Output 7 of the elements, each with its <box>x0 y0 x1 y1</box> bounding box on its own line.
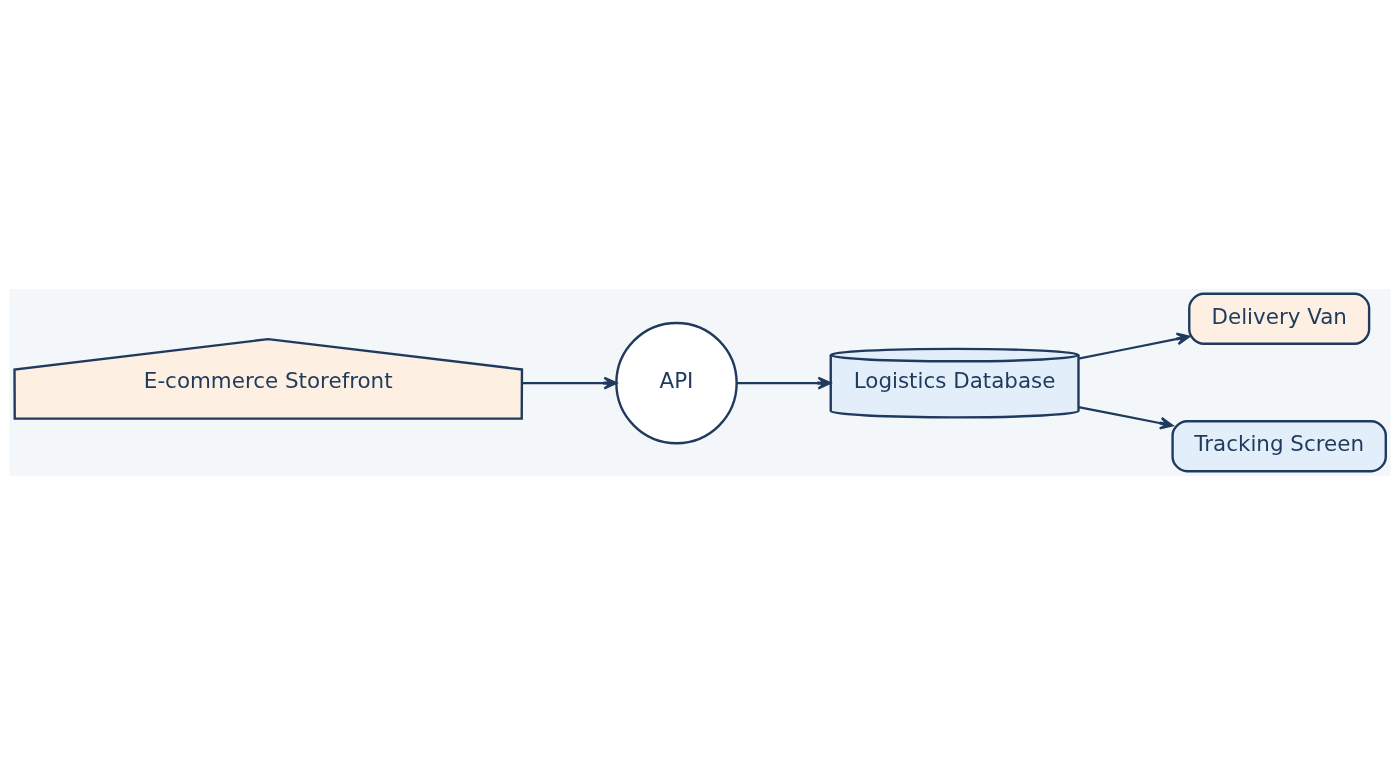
arrow <box>1078 405 1174 430</box>
arrow <box>522 376 618 390</box>
node-box: Delivery Van <box>1188 292 1371 345</box>
node-circle: API <box>615 321 738 444</box>
arrow <box>1078 332 1191 360</box>
node-box: Tracking Screen <box>1171 419 1387 472</box>
arrow <box>736 376 832 390</box>
